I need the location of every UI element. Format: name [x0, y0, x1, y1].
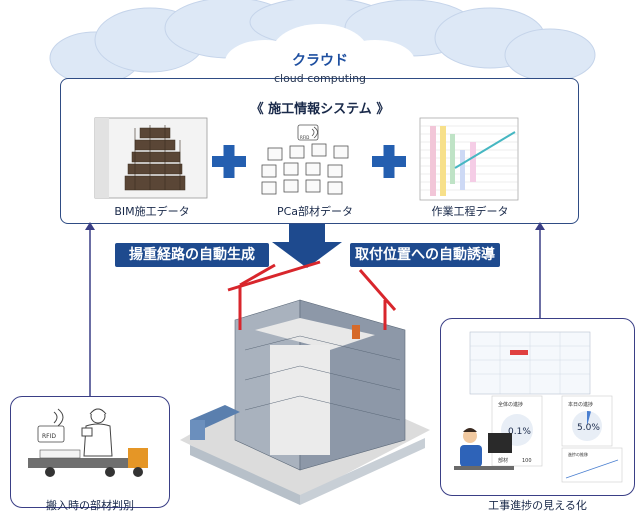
daily-progress-gauge: 本日の進捗 5.0%	[561, 395, 613, 447]
plus-icon	[372, 145, 406, 178]
rfid-tag-icon: RFID	[297, 124, 319, 141]
building-model	[180, 260, 430, 505]
pca-data-label: PCa部材データ	[276, 205, 354, 218]
delivery-illustration: RFID	[28, 408, 148, 477]
svg-text:RFID: RFID	[42, 433, 56, 440]
tower-crane-right	[358, 269, 397, 330]
truck-icon	[28, 448, 148, 477]
pca-parts-illustration: RFID	[261, 124, 349, 195]
overall-progress-gauge: 全体の進捗 0.1% 部材 100	[491, 395, 543, 467]
guidance-banner: 取付位置への自動誘導	[350, 243, 500, 267]
svg-text:全体の進捗: 全体の進捗	[498, 401, 523, 408]
schedule-chart	[419, 117, 519, 201]
svg-text:進捗の推移: 進捗の推移	[568, 451, 588, 457]
svg-text:本日の進捗: 本日の進捗	[568, 401, 593, 408]
svg-text:5.0%: 5.0%	[577, 423, 600, 433]
cloud-title: クラウド	[292, 53, 348, 69]
tower-crane-left	[227, 260, 321, 330]
parts-identification-caption: 搬入時の部材判別	[46, 499, 134, 512]
operator-at-monitor-icon	[454, 428, 514, 470]
plus-icon	[212, 145, 246, 178]
svg-text:100: 100	[522, 458, 532, 464]
down-arrow	[272, 224, 342, 268]
progress-visualization-caption: 工事進捗の見える化	[488, 499, 587, 512]
upload-arrow-right	[535, 222, 545, 318]
schedule-data-label: 作業工程データ	[431, 205, 509, 218]
svg-text:0.1%: 0.1%	[508, 427, 531, 437]
cloud-subtitle: cloud computing	[273, 72, 367, 85]
bim-data-label: BIM施工データ	[114, 205, 190, 218]
rfid-reader-icon: RFID	[37, 408, 65, 443]
progress-dashboard: 全体の進捗 0.1% 部材 100 本日の進捗 5.0% 進捗の推移	[454, 331, 623, 483]
svg-text:RFID: RFID	[300, 135, 309, 140]
bim-screenshot	[94, 117, 208, 199]
upload-arrow-left	[85, 222, 95, 396]
lifting-path-banner: 揚重経路の自動生成	[115, 243, 269, 267]
system-title: 《 施工情報システム 》	[250, 102, 390, 117]
svg-text:部材: 部材	[498, 457, 508, 464]
worker-icon	[81, 408, 113, 457]
progress-trend-chart: 進捗の推移	[561, 447, 623, 483]
